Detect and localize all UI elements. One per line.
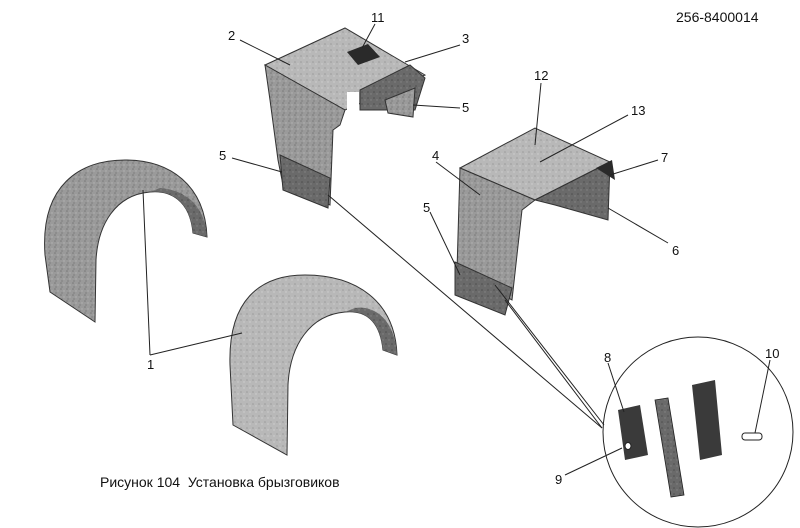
bolt-10 (741, 432, 763, 441)
rubber-strip (654, 397, 685, 498)
clamp-plate (692, 380, 722, 460)
callout-3: 3 (462, 31, 469, 46)
callout-7: 7 (661, 150, 668, 165)
washer-plate-8 (618, 405, 648, 460)
wheel-arch-fender-left (44, 159, 208, 323)
right-mudguard-assembly (454, 127, 615, 316)
figure-caption: Рисунок 104 Установка брызговиков (100, 474, 340, 490)
callout-5-upper-side: 5 (462, 100, 469, 115)
callout-8: 8 (604, 350, 611, 365)
callout-5-right-flap: 5 (423, 200, 430, 215)
callout-10: 10 (765, 346, 779, 361)
callout-11: 11 (371, 10, 385, 25)
wheel-arch-fender-right (229, 274, 398, 456)
callout-2: 2 (228, 28, 235, 43)
callout-4: 4 (432, 148, 439, 163)
callout-5-upper-flap: 5 (219, 148, 226, 163)
callout-6: 6 (672, 243, 679, 258)
fastener-detail-view (602, 336, 794, 528)
nut-9 (624, 442, 632, 450)
upper-mudguard-assembly (263, 27, 427, 209)
callout-1: 1 (147, 357, 154, 372)
callout-9: 9 (555, 472, 562, 487)
callout-13: 13 (631, 103, 645, 118)
document-number: 256-8400014 (676, 9, 759, 25)
callout-12: 12 (534, 68, 548, 83)
